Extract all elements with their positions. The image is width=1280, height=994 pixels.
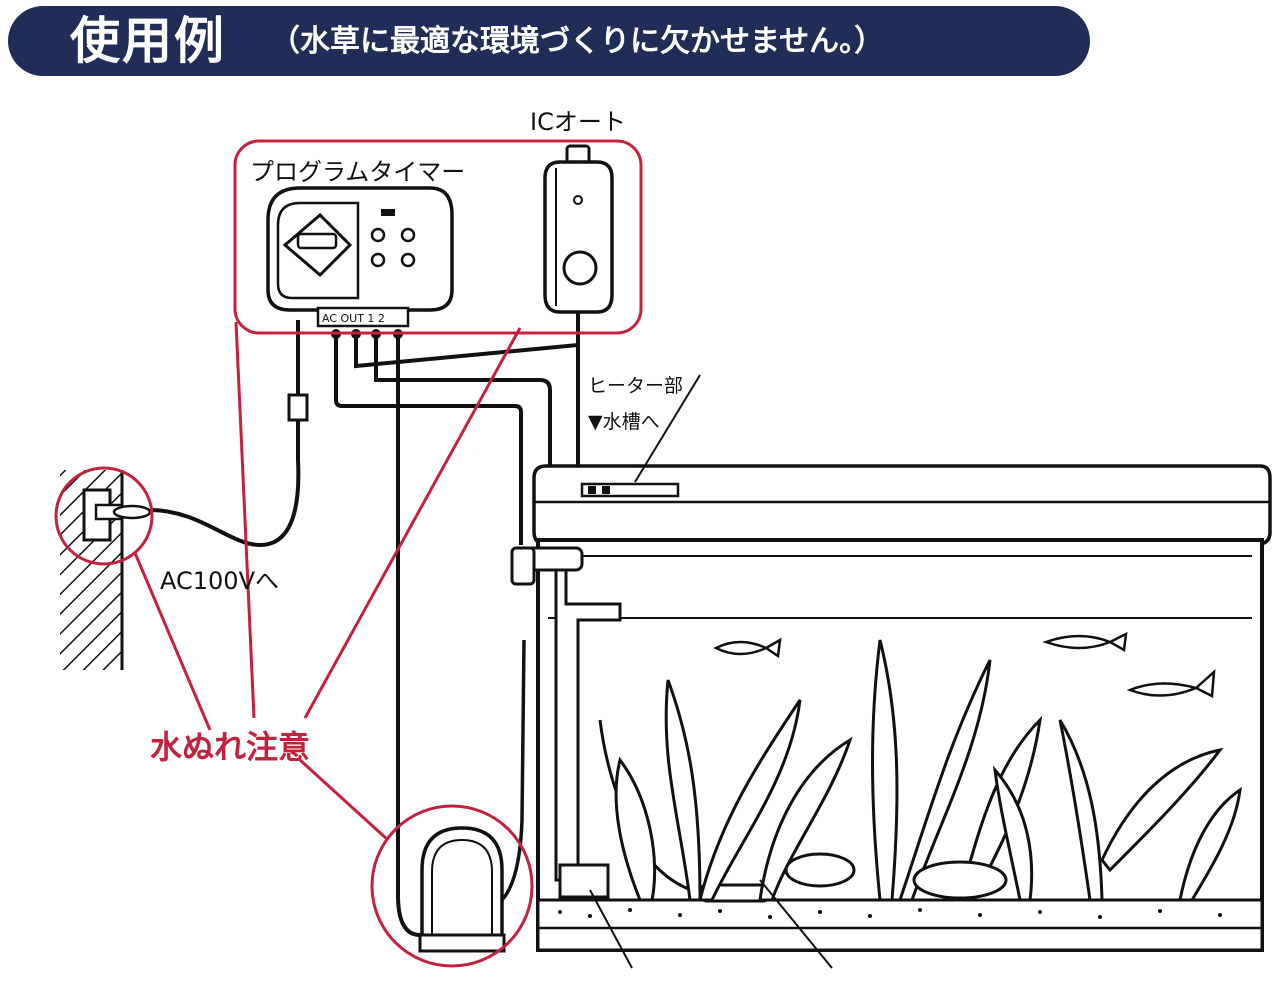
wall-outlet bbox=[82, 488, 152, 542]
warning-circle-outlet bbox=[54, 466, 154, 566]
fish bbox=[713, 631, 1216, 698]
ac-power-label: AC100Vへ bbox=[160, 567, 279, 595]
plug-connector bbox=[287, 393, 309, 422]
header-subtitle: （水草に最適な環境づくりに欠かせません。） bbox=[270, 24, 885, 59]
devices-highlight-box bbox=[233, 139, 643, 335]
program-timer-label: プログラムタイマー bbox=[250, 158, 465, 186]
aquatic-plants bbox=[614, 639, 1242, 902]
aquarium-tank bbox=[536, 538, 1264, 952]
warning-markers bbox=[54, 321, 534, 968]
pointer-line-bottom-2 bbox=[759, 879, 833, 969]
timer-ports-label: AC OUT 1 2 bbox=[322, 312, 385, 325]
ic-auto-heater-controller bbox=[543, 144, 614, 345]
air-pump bbox=[418, 639, 526, 953]
warning-circle-pump bbox=[370, 804, 534, 968]
heater-label-line1: ヒーター部 bbox=[588, 375, 683, 397]
ic-auto-label: ICオート bbox=[530, 108, 626, 136]
heater-label-line2: ▼水槽へ bbox=[588, 411, 660, 433]
water-warning-label: 水ぬれ注意 bbox=[150, 728, 310, 766]
heater-pointer-line bbox=[634, 374, 701, 483]
pointer-line-bottom-1 bbox=[589, 889, 633, 969]
gravel bbox=[558, 908, 1222, 919]
header-title: 使用例 bbox=[70, 12, 226, 70]
program-timer: AC OUT 1 2 bbox=[266, 186, 454, 339]
header-banner: 使用例 （水草に最適な環境づくりに欠かせません。） bbox=[8, 6, 1090, 76]
aquarium-light bbox=[532, 464, 1272, 546]
cables bbox=[334, 338, 580, 937]
power-cord bbox=[149, 320, 301, 548]
